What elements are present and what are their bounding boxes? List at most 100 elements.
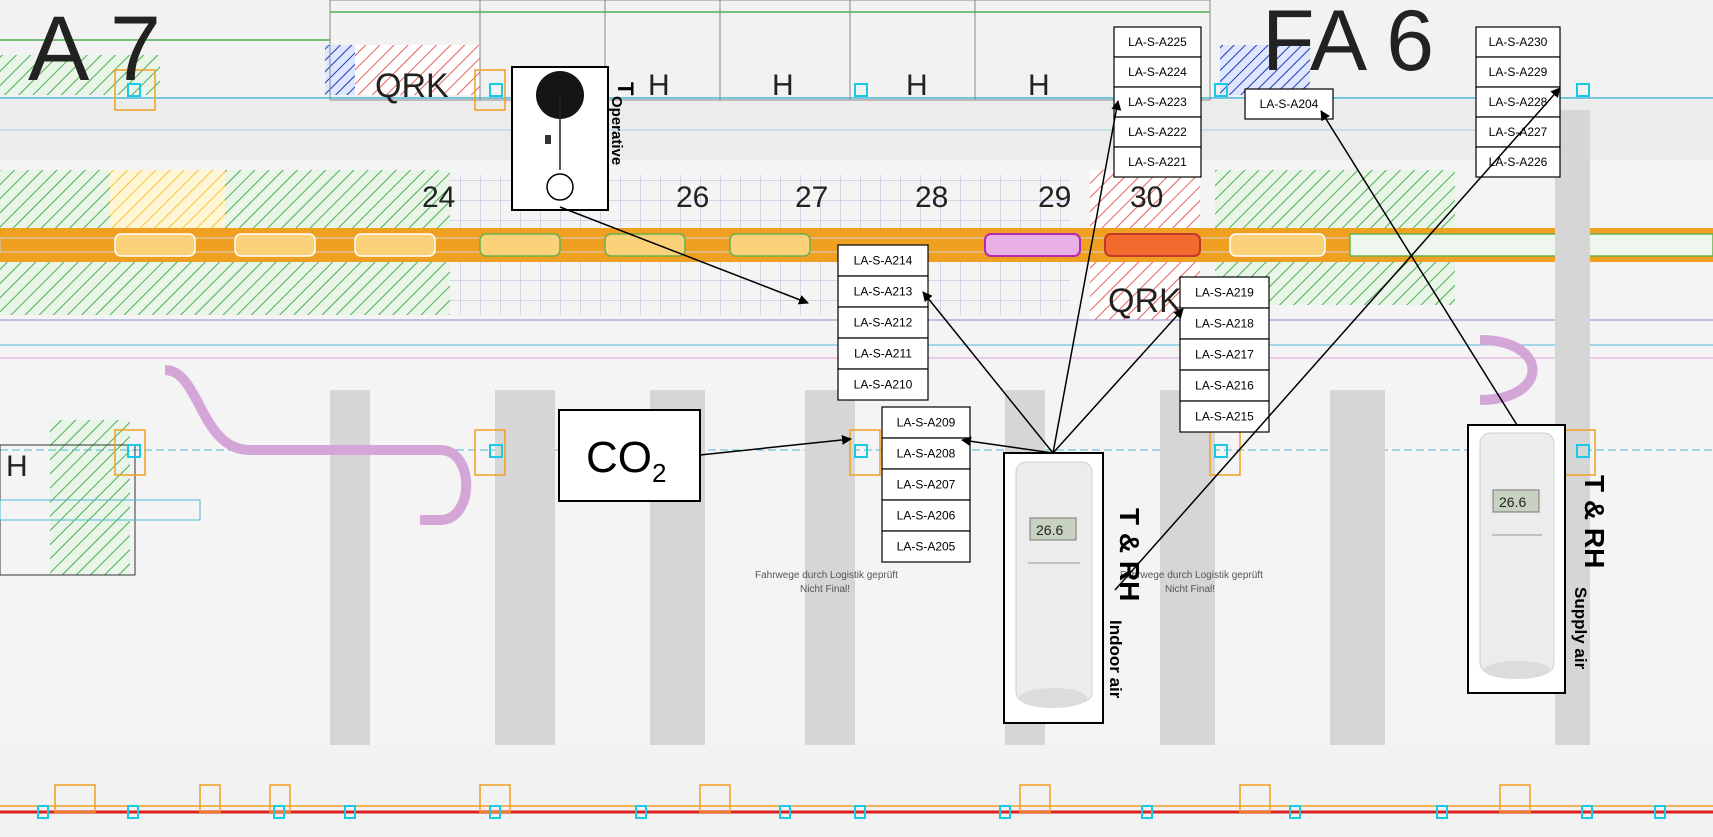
sensor-label-box: [1244, 88, 1334, 120]
supply-display-reading: 26.6: [1499, 494, 1526, 510]
co2-subscript: 2: [652, 458, 666, 488]
plan-note-4: Nicht Final!: [1165, 584, 1215, 595]
sensor-id-label: LA-S-A218: [1195, 317, 1254, 331]
sensor-label-box: [1475, 116, 1561, 148]
plan-note-2: Nicht Final!: [800, 584, 850, 595]
arrow-indoor-to-a208: [961, 436, 1054, 454]
sensor-label-box: [1113, 116, 1202, 148]
sensor-label-box: [837, 306, 929, 339]
sensor-id-label: LA-S-A212: [854, 316, 913, 330]
h-mark-5: H: [6, 450, 28, 483]
sensor-id-label: LA-S-A226: [1489, 155, 1548, 169]
supply-sub-label: Supply air: [1571, 587, 1590, 670]
sensor-label-box: [837, 244, 929, 277]
area-label-right: FA 6: [1262, 0, 1434, 89]
arrow-indoor-to-a223: [1052, 100, 1122, 454]
arrow-operative-to-station: [559, 206, 809, 305]
column-number-29: 29: [1038, 181, 1071, 214]
sensor-group-214: LA-S-A214LA-S-A213LA-S-A212LA-S-A211LA-S…: [837, 244, 929, 401]
co2-sensor-box: CO2: [558, 409, 701, 502]
sensor-id-label: LA-S-A208: [897, 447, 956, 461]
h-mark-1: H: [648, 69, 670, 102]
sensor-label-box: [837, 337, 929, 370]
sensor-id-label: LA-S-A206: [897, 509, 956, 523]
arrow-indoor-label-to-a228: [1114, 87, 1561, 591]
sensor-label-box: [881, 530, 971, 563]
column-number-27: 27: [795, 181, 828, 214]
sensor-label-box: [1179, 307, 1270, 340]
sensor-label-box: [837, 368, 929, 401]
sensor-id-label: LA-S-A211: [854, 347, 912, 361]
arrow-indoor-to-a213: [922, 291, 1054, 454]
column-number-30: 30: [1130, 181, 1163, 214]
operative-globe-sensor: T Operative: [511, 66, 638, 211]
sensor-group-209: LA-S-A209LA-S-A208LA-S-A207LA-S-A206LA-S…: [881, 406, 971, 563]
column-number-24: 24: [422, 181, 455, 214]
arrow-co2-to-a208: [699, 434, 852, 456]
indoor-display-reading: 26.6: [1036, 522, 1063, 538]
sensor-id-label: LA-S-A228: [1489, 95, 1548, 109]
sensor-id-label: LA-S-A216: [1195, 379, 1254, 393]
sensor-label-box: [881, 437, 971, 470]
sensor-id-label: LA-S-A209: [897, 416, 956, 430]
sensor-id-label: LA-S-A225: [1128, 35, 1187, 49]
plan-note-3: Fahrwege durch Logistik geprüft: [1120, 570, 1263, 581]
arrow-supply-to-a204: [1320, 110, 1518, 426]
sensor-id-label: LA-S-A204: [1260, 97, 1319, 111]
supply-air-sensor: 26.6 T & RH Supply air: [1467, 424, 1610, 694]
h-mark-4: H: [1028, 69, 1050, 102]
sensor-group-219: LA-S-A219LA-S-A218LA-S-A217LA-S-A216LA-S…: [1179, 276, 1270, 433]
connector-arrows: [559, 87, 1561, 591]
sensor-label-box: [1475, 26, 1561, 58]
column-number-28: 28: [915, 181, 948, 214]
zone-label-qrk-mid: QRK: [1108, 282, 1182, 320]
sensor-label-box: [881, 406, 971, 439]
operative-t-label: T: [613, 82, 638, 96]
sensor-id-label: LA-S-A224: [1128, 65, 1187, 79]
sensor-id-label: LA-S-A221: [1128, 155, 1187, 169]
sensor-id-label: LA-S-A227: [1489, 125, 1548, 139]
sensor-id-label: LA-S-A230: [1489, 35, 1548, 49]
sensor-id-label: LA-S-A214: [854, 254, 913, 268]
sensor-label-box: [1113, 56, 1202, 88]
sensor-label-box: [1113, 146, 1202, 178]
sensor-label-box: [1179, 276, 1270, 309]
indoor-air-sensor: 26.6 T & RH Indoor air: [1003, 452, 1145, 724]
sensor-label-groups: LA-S-A225LA-S-A224LA-S-A223LA-S-A222LA-S…: [837, 26, 1561, 563]
indoor-main-label: T & RH: [1114, 508, 1145, 601]
operative-sub-label: Operative: [608, 96, 625, 165]
sensor-id-label: LA-S-A213: [854, 285, 913, 299]
h-mark-2: H: [772, 69, 794, 102]
column-number-26: 26: [676, 181, 709, 214]
sensor-id-label: LA-S-A219: [1195, 286, 1254, 300]
sensor-id-label: LA-S-A205: [897, 540, 956, 554]
arrow-indoor-to-a218: [1052, 308, 1184, 454]
indoor-sub-label: Indoor air: [1106, 620, 1125, 699]
sensor-label-box: [881, 499, 971, 532]
sensor-label-box: [1475, 146, 1561, 178]
sensor-label-box: [1475, 56, 1561, 88]
sensor-group-225: LA-S-A225LA-S-A224LA-S-A223LA-S-A222LA-S…: [1113, 26, 1202, 178]
sensor-id-label: LA-S-A207: [897, 478, 956, 492]
sensor-id-label: LA-S-A217: [1195, 348, 1254, 362]
sensor-label-box: [1179, 369, 1270, 402]
svg-text:CO2: CO2: [586, 433, 666, 488]
zone-label-qrk-top: QRK: [375, 67, 449, 105]
sensor-id-label: LA-S-A215: [1195, 410, 1254, 424]
sensor-group-230: LA-S-A230LA-S-A229LA-S-A228LA-S-A227LA-S…: [1475, 26, 1561, 178]
sensor-id-label: LA-S-A223: [1128, 95, 1187, 109]
sensor-id-label: LA-S-A210: [854, 378, 913, 392]
co2-main-label: CO: [586, 433, 652, 482]
sensor-id-label: LA-S-A229: [1489, 65, 1548, 79]
sensor-label-box: [1179, 400, 1270, 433]
supply-main-label: T & RH: [1579, 475, 1610, 568]
plan-note-1: Fahrwege durch Logistik geprüft: [755, 570, 898, 581]
sensor-label-box: [1113, 26, 1202, 58]
sensor-id-label: LA-S-A222: [1128, 125, 1187, 139]
sensor-group-204: LA-S-A204: [1244, 88, 1334, 120]
h-mark-3: H: [906, 69, 928, 102]
area-label-left: A 7: [28, 0, 161, 100]
